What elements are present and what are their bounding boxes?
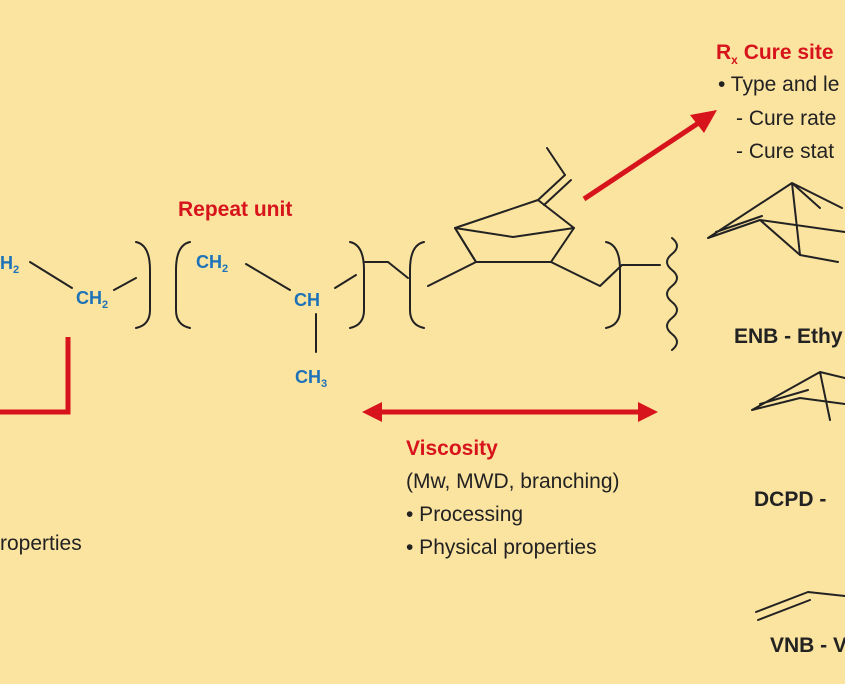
enb-monomer xyxy=(707,182,845,263)
bond xyxy=(512,227,575,238)
bond xyxy=(387,261,409,279)
viscosity-subtitle: (Mw, MWD, branching) xyxy=(406,470,620,493)
atom-text: CH xyxy=(295,367,321,387)
bond xyxy=(550,261,601,287)
atom-subscript: 2 xyxy=(13,264,20,276)
cure-site-bullet: • Type and le xyxy=(718,73,840,96)
atom-subscript: 2 xyxy=(102,299,109,311)
left-red-connector xyxy=(0,337,71,415)
cure-arrow-shaft xyxy=(582,119,702,202)
atom-subscript: 3 xyxy=(321,378,328,390)
ch3-label: CH3 xyxy=(295,368,327,390)
viscosity-bullet: • Processing xyxy=(406,503,524,526)
cure-site-item: - Cure stat xyxy=(736,140,835,163)
ch2-repeat-label: CH2 xyxy=(196,253,228,275)
viscosity-arrowhead-left xyxy=(362,402,382,422)
bond xyxy=(546,147,566,176)
vnb-monomer xyxy=(755,591,845,621)
bond xyxy=(537,174,566,201)
bond xyxy=(543,179,572,206)
cure-site-r: R xyxy=(716,41,732,64)
bond xyxy=(454,227,514,238)
atom-text: CH xyxy=(76,288,102,308)
bond xyxy=(29,261,73,289)
atom-subscript: 2 xyxy=(222,263,229,275)
bracket-left-3 xyxy=(605,241,621,329)
atom-text: CH xyxy=(196,252,222,272)
cure-site-title-text: Cure site xyxy=(737,41,834,64)
bracket-left-1 xyxy=(135,241,151,329)
bracket-right-1 xyxy=(175,241,191,329)
ch-label: CH xyxy=(294,290,320,310)
dcpd-label: DCPD - xyxy=(754,488,827,511)
left-properties-text: roperties xyxy=(0,532,82,555)
bond xyxy=(334,274,357,289)
bracket-right-2 xyxy=(409,241,425,329)
bond xyxy=(599,264,623,287)
atom-text: H xyxy=(0,253,13,273)
bond xyxy=(245,263,291,291)
repeat-unit-label: Repeat unit xyxy=(178,198,293,221)
viscosity-bullet: • Physical properties xyxy=(406,536,597,559)
enb-label: ENB - Ethy xyxy=(734,325,843,348)
cure-site-title: Rx Cure site xyxy=(716,42,834,66)
vnb-label: VNB - V xyxy=(770,634,845,657)
bond xyxy=(427,261,477,287)
viscosity-arrowhead-right xyxy=(638,402,658,422)
ch2-label: CH2 xyxy=(76,289,108,311)
cure-site-r-subscript: x xyxy=(731,53,738,67)
bond xyxy=(113,277,137,291)
ch2-partial-label: H2 xyxy=(0,254,19,276)
cure-arrow-head xyxy=(690,110,717,133)
chain-break xyxy=(666,237,678,351)
viscosity-title: Viscosity xyxy=(406,437,498,460)
cure-site-item: - Cure rate xyxy=(736,107,837,130)
bond xyxy=(454,227,477,263)
bracket-left-2 xyxy=(349,241,365,329)
dcpd-monomer xyxy=(751,371,845,421)
